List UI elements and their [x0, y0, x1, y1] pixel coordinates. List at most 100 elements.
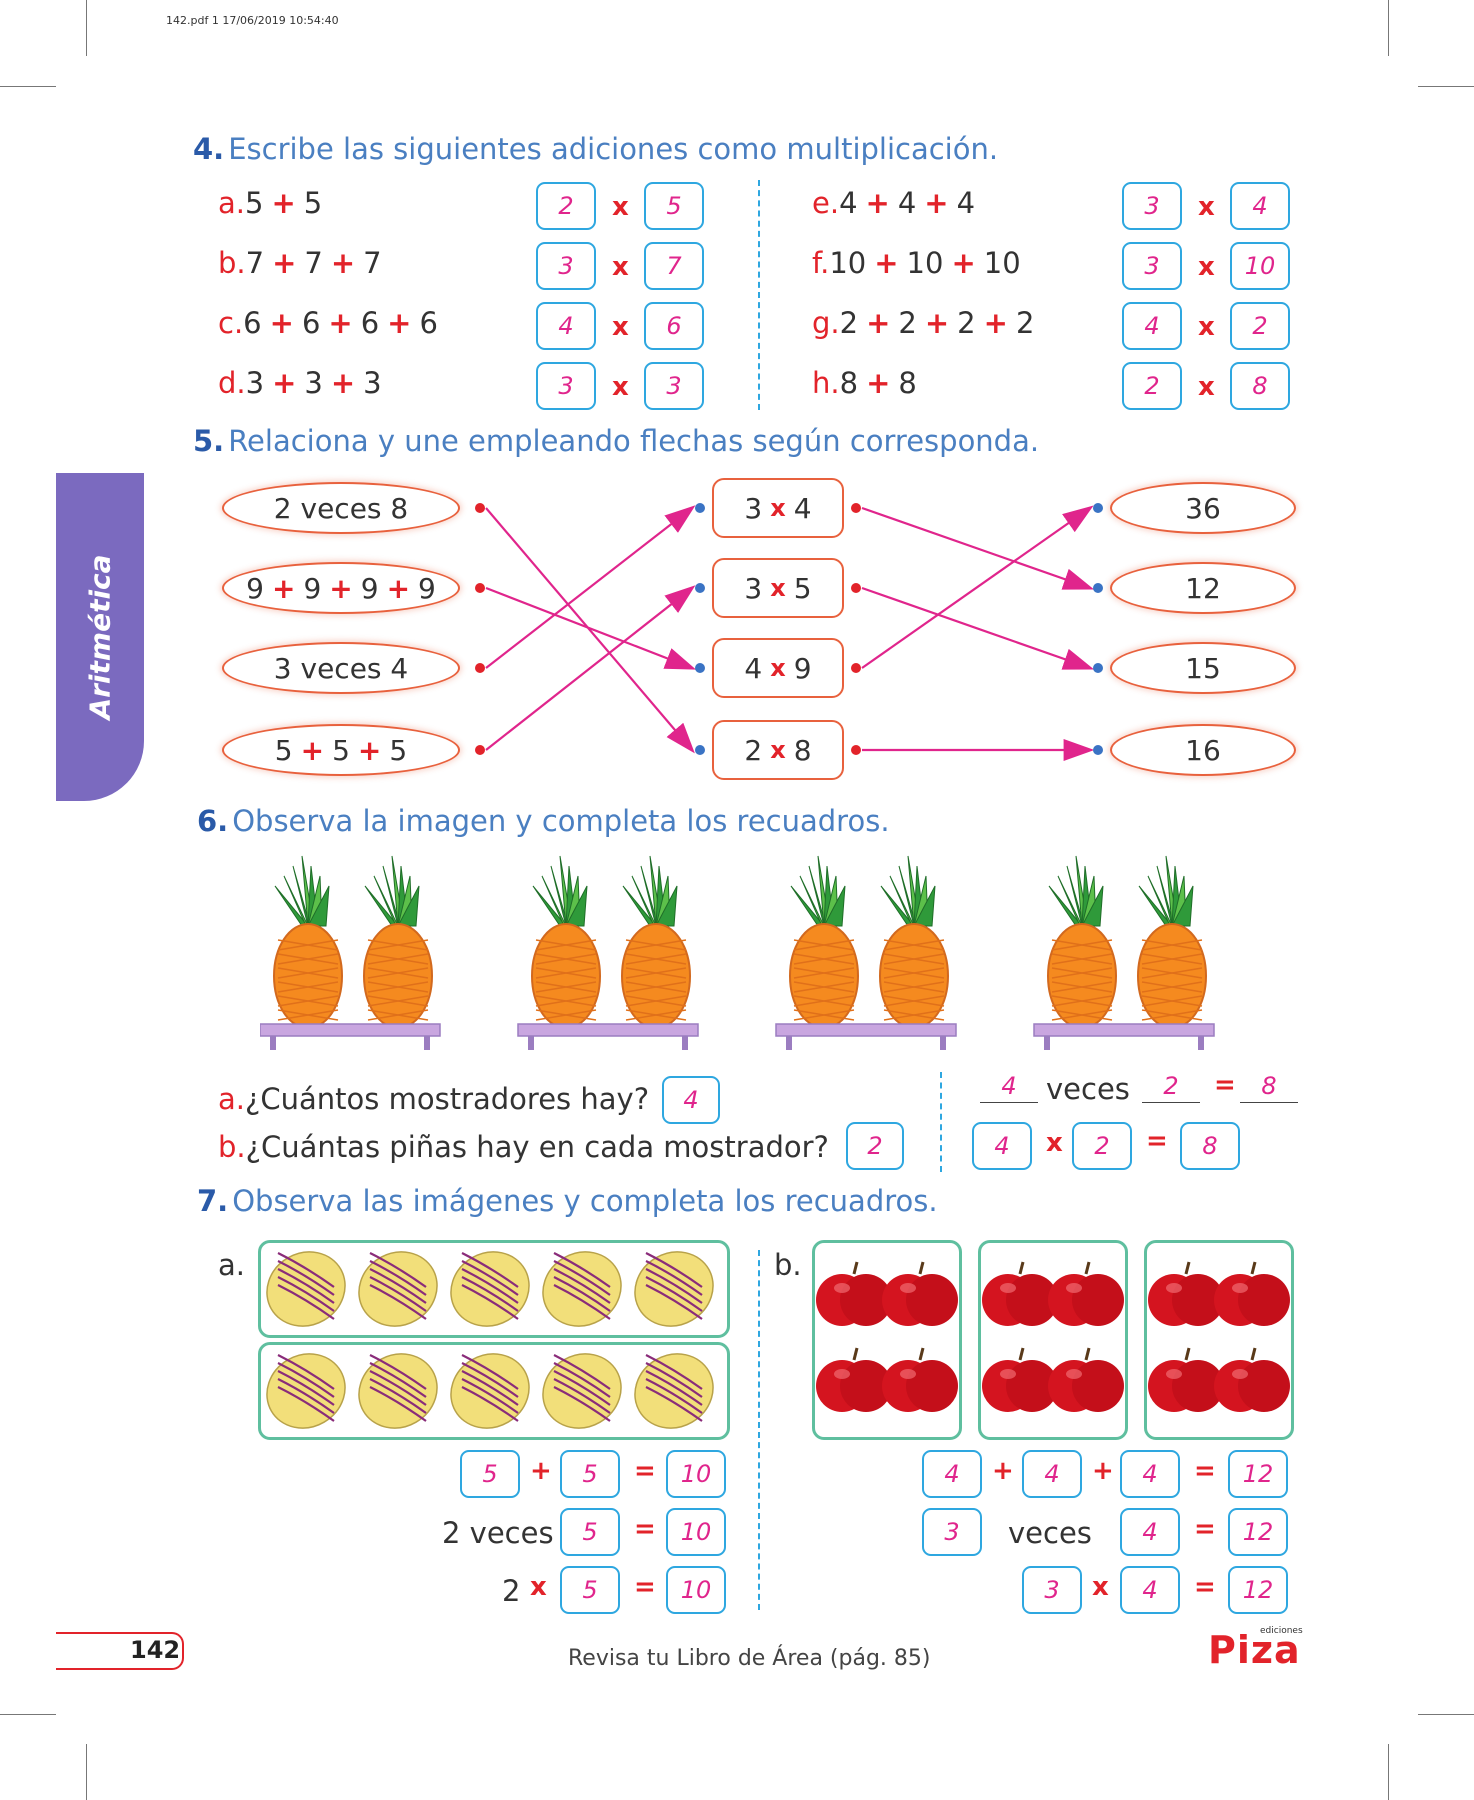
ex4-factor-b-box[interactable]: 3 [644, 362, 704, 410]
item-letter: g. [812, 306, 840, 340]
ex7a-mul-n: 2 [502, 1574, 521, 1608]
ex6-divider [940, 1072, 942, 1172]
ex7-title-text: Observa las imágenes y completa los recu… [232, 1184, 938, 1218]
addend: 8 [898, 366, 917, 400]
ex7b-sum-result[interactable]: 12 [1228, 1450, 1288, 1498]
ex6-line2-a[interactable]: 4 [972, 1122, 1032, 1170]
pineapple [879, 855, 949, 1029]
ex5-middle-out-dot[interactable] [851, 745, 861, 755]
ex7b-eq-1: = [1194, 1456, 1216, 1486]
ex6-qb-letter: b. [218, 1130, 246, 1164]
ex4-factor-a-box[interactable]: 2 [1122, 362, 1182, 410]
ex7b-mul-2[interactable]: 4 [1120, 1566, 1180, 1614]
ex5-left-label: 3 veces 4 [273, 651, 409, 685]
ex5-middle-in-dot[interactable] [695, 583, 705, 593]
ex5-arrow-left-middle [485, 505, 696, 669]
ex5-right-dot[interactable] [1093, 745, 1103, 755]
ex6-title-text: Observa la imagen y completa los recuadr… [232, 804, 890, 838]
print-header: 142.pdf 1 17/06/2019 10:54:40 [166, 14, 339, 27]
ex4-factor-b-box[interactable]: 2 [1230, 302, 1290, 350]
ex7b-veces-result[interactable]: 12 [1228, 1508, 1288, 1556]
ex4-factor-a-box[interactable]: 3 [1122, 182, 1182, 230]
ex5-middle-out-dot[interactable] [851, 663, 861, 673]
ex7a-mul-result[interactable]: 10 [666, 1566, 726, 1614]
ex7a-plus: + [530, 1456, 552, 1486]
ex4-factor-b-box[interactable]: 4 [1230, 182, 1290, 230]
ex6-line2-b[interactable]: 2 [1072, 1122, 1132, 1170]
ex5-title-text: Relaciona y une empleando flechas según … [228, 424, 1040, 458]
ex5-left-dot[interactable] [475, 503, 485, 513]
ex4-divider [758, 180, 760, 410]
ex6-line2-c[interactable]: 8 [1180, 1122, 1240, 1170]
times-sign: x [1198, 252, 1215, 282]
melon [542, 1353, 622, 1429]
pineapple [621, 855, 691, 1029]
plus-sign: + [387, 306, 412, 340]
ex5-right-dot[interactable] [1093, 583, 1103, 593]
ex5-left-oval: 9+9+9+9 [222, 562, 460, 614]
ex4-factor-b-box[interactable]: 7 [644, 242, 704, 290]
ex4-factor-a-box[interactable]: 3 [1122, 242, 1182, 290]
apple [1048, 1261, 1124, 1326]
ex5-left-oval: 5+5+5 [222, 724, 460, 776]
times-sign: x [770, 494, 786, 522]
apple [816, 1347, 892, 1412]
ex5-middle-in-dot[interactable] [695, 663, 705, 673]
ex7b-sum-2[interactable]: 4 [1022, 1450, 1082, 1498]
ex6-line1-b[interactable]: 2 [1142, 1072, 1200, 1103]
ex5-left-oval: 3 veces 4 [222, 642, 460, 694]
ex7a-veces-n: 2 [442, 1516, 461, 1550]
apple [982, 1347, 1058, 1412]
ex6-line1-a[interactable]: 4 [980, 1072, 1038, 1103]
plus-sign: + [983, 306, 1008, 340]
apple [1148, 1261, 1224, 1326]
factor: 2 [744, 733, 763, 767]
ex7a-sum-2[interactable]: 5 [560, 1450, 620, 1498]
ex4-factor-b-box[interactable]: 8 [1230, 362, 1290, 410]
ex7b-sum-3[interactable]: 4 [1120, 1450, 1180, 1498]
melon [542, 1251, 622, 1327]
ex7a-sum-result[interactable]: 10 [666, 1450, 726, 1498]
times-sign: x [612, 372, 629, 402]
ex7b-mul-result[interactable]: 12 [1228, 1566, 1288, 1614]
ex7b-veces-2[interactable]: 4 [1120, 1508, 1180, 1556]
ex5-middle-out-dot[interactable] [851, 503, 861, 513]
ex6-qb-answer-box[interactable]: 2 [846, 1122, 904, 1170]
ex4-factor-a-box[interactable]: 3 [536, 362, 596, 410]
crop-mark [1418, 86, 1474, 87]
ex7a-veces-result[interactable]: 10 [666, 1508, 726, 1556]
page-number-tab [56, 1632, 184, 1670]
ex4-factor-a-box[interactable]: 3 [536, 242, 596, 290]
ex6-line1-c[interactable]: 8 [1240, 1072, 1298, 1103]
ex4-title: 4.Escribe las siguientes adiciones como … [193, 132, 998, 166]
ex4-factor-b-box[interactable]: 6 [644, 302, 704, 350]
ex6-title: 6.Observa la imagen y completa los recua… [197, 804, 890, 838]
ex5-left-dot[interactable] [475, 663, 485, 673]
ex4-factor-a-box[interactable]: 2 [536, 182, 596, 230]
ex7b-sum-1[interactable]: 4 [922, 1450, 982, 1498]
addend: 5 [332, 733, 350, 767]
ex4-factor-a-box[interactable]: 4 [1122, 302, 1182, 350]
ex5-middle-in-dot[interactable] [695, 745, 705, 755]
ex4-factor-b-box[interactable]: 10 [1230, 242, 1290, 290]
ex7-divider [758, 1250, 760, 1610]
ex7b-mul-1[interactable]: 3 [1022, 1566, 1082, 1614]
ex7a-sum-1[interactable]: 5 [460, 1450, 520, 1498]
ex7b-veces-1[interactable]: 3 [922, 1508, 982, 1556]
ex6-qa-answer-box[interactable]: 4 [662, 1076, 720, 1124]
ex5-middle-in-dot[interactable] [695, 503, 705, 513]
ex5-right-dot[interactable] [1093, 663, 1103, 673]
ex7a-veces-1[interactable]: 5 [560, 1508, 620, 1556]
ex5-left-dot[interactable] [475, 583, 485, 593]
ex5-middle-out-dot[interactable] [851, 583, 861, 593]
addend: 6 [419, 306, 438, 340]
ex7a-mul-1[interactable]: 5 [560, 1566, 620, 1614]
ex4-number: 4. [193, 132, 225, 166]
ex4-factor-b-box[interactable]: 5 [644, 182, 704, 230]
ex7b-eq-2: = [1194, 1514, 1216, 1544]
addend: 9 [303, 571, 322, 605]
ex4-factor-a-box[interactable]: 4 [536, 302, 596, 350]
ex5-right-dot[interactable] [1093, 503, 1103, 513]
ex5-left-dot[interactable] [475, 745, 485, 755]
